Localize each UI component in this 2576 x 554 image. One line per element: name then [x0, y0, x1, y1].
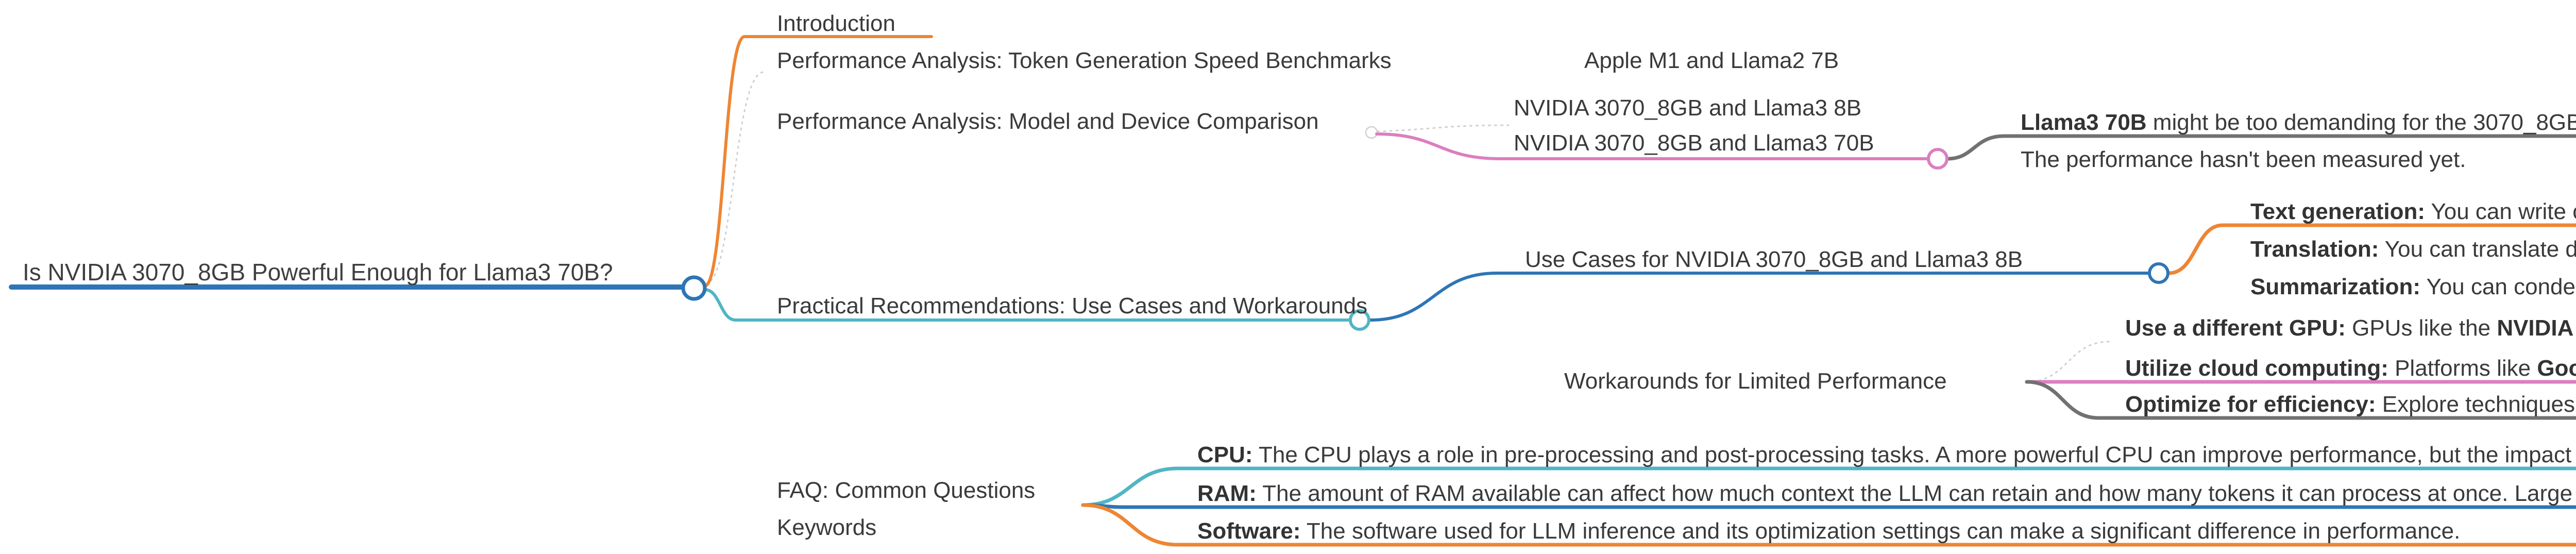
node-cpu-row[interactable]: CPU: The CPU plays a role in pre-process… — [1197, 443, 2576, 467]
node-nvidia-70b[interactable]: NVIDIA 3070_8GB and Llama3 70B — [1514, 130, 1874, 156]
node-keywords[interactable]: Keywords — [777, 515, 877, 540]
text-segment: Explore techniques like — [2382, 392, 2576, 417]
text-segment: The CPU plays a role in pre-processing a… — [1258, 442, 2576, 467]
bold-text-segment: Software: — [1197, 518, 1301, 544]
link-faq-software — [1081, 503, 2576, 547]
bold-text-segment: Use a different GPU: — [2125, 315, 2346, 341]
text-segment: You can translate documents or short pie… — [2384, 237, 2576, 262]
link-perf-model-nvidia-70b — [1375, 132, 1928, 160]
bold-text-segment: Summarization: — [2250, 274, 2421, 299]
text-segment: GPUs like the — [2345, 315, 2497, 341]
node-not-measured[interactable]: The performance hasn't been measured yet… — [2021, 147, 2466, 172]
link-root-introduction — [703, 35, 933, 288]
link-workarounds-gpu — [2026, 341, 2110, 383]
node-translation[interactable]: Translation: You can translate documents… — [2250, 237, 2576, 262]
bold-text-segment: RAM: — [1197, 481, 1257, 506]
bold-text-segment: NVIDIA RTX 4090 — [2497, 315, 2576, 341]
node-software-row[interactable]: Software: The software used for LLM infe… — [1197, 519, 2460, 544]
node-faq[interactable]: FAQ: Common Questions — [777, 478, 1036, 503]
node-summarization[interactable]: Summarization: You can condense lengthy … — [2250, 275, 2576, 299]
link-nvidia-70b-note — [1945, 134, 2576, 161]
node-perf-model[interactable]: Performance Analysis: Model and Device C… — [777, 109, 1319, 134]
text-segment: The amount of RAM available can affect h… — [1262, 481, 2576, 506]
collapse-circle-nvidia-70b[interactable] — [1927, 148, 1948, 170]
node-apple-m1[interactable]: Apple M1 and Llama2 7B — [1584, 48, 1839, 73]
collapse-circle-perf-model[interactable] — [1365, 126, 1378, 139]
bold-text-segment: Llama3 70B — [2021, 110, 2147, 135]
link-root-perf-token — [705, 71, 765, 284]
node-too-demanding[interactable]: Llama3 70B might be too demanding for th… — [2021, 110, 2576, 135]
collapse-circle-practical[interactable] — [1349, 309, 1370, 331]
node-nvidia-8b[interactable]: NVIDIA 3070_8GB and Llama3 8B — [1514, 95, 1862, 121]
bold-text-segment: CPU: — [1197, 442, 1253, 467]
bold-text-segment: Text generation: — [2250, 199, 2426, 224]
bold-text-segment: Utilize cloud computing: — [2125, 356, 2388, 381]
link-workarounds-optimize — [2025, 380, 2576, 420]
text-segment: might be too demanding for the 3070_8GB. — [2146, 110, 2576, 135]
text-segment: The software used for LLM inference and … — [1300, 518, 2461, 544]
node-perf-token[interactable]: Performance Analysis: Token Generation S… — [777, 48, 1392, 73]
node-cloud-row[interactable]: Utilize cloud computing: Platforms like … — [2125, 356, 2576, 381]
collapse-circle-use-cases[interactable] — [2148, 262, 2170, 284]
node-root[interactable]: Is NVIDIA 3070_8GB Powerful Enough for L… — [23, 259, 613, 286]
node-optimize-row[interactable]: Optimize for efficiency: Explore techniq… — [2125, 392, 2576, 417]
node-use-cases[interactable]: Use Cases for NVIDIA 3070_8GB and Llama3… — [1525, 247, 2023, 272]
node-gpu-row[interactable]: Use a different GPU: GPUs like the NVIDI… — [2125, 316, 2576, 341]
text-segment: Platforms like — [2388, 356, 2537, 381]
link-root-practical — [703, 288, 1350, 322]
node-ram-row[interactable]: RAM: The amount of RAM available can aff… — [1197, 481, 2576, 506]
node-introduction[interactable]: Introduction — [777, 11, 895, 36]
text-segment: You can condense lengthy articles or doc… — [2426, 274, 2576, 299]
bold-text-segment: Google Colab — [2537, 356, 2576, 381]
link-practical-use-cases — [1369, 272, 2150, 322]
link-use-cases-text-generation — [2167, 223, 2576, 275]
node-practical[interactable]: Practical Recommendations: Use Cases and… — [777, 293, 1368, 318]
link-perf-model-nvidia-8b — [1377, 124, 1510, 132]
bold-text-segment: Translation: — [2250, 237, 2379, 262]
node-text-generation[interactable]: Text generation: You can write creative … — [2250, 199, 2576, 224]
bold-text-segment: Optimize for efficiency: — [2125, 392, 2376, 417]
link-faq-cpu — [1081, 466, 2576, 507]
node-workarounds[interactable]: Workarounds for Limited Performance — [1564, 368, 1947, 394]
text-segment: You can write creative content, poems, o… — [2431, 199, 2576, 224]
collapse-circle-root[interactable] — [681, 275, 707, 301]
